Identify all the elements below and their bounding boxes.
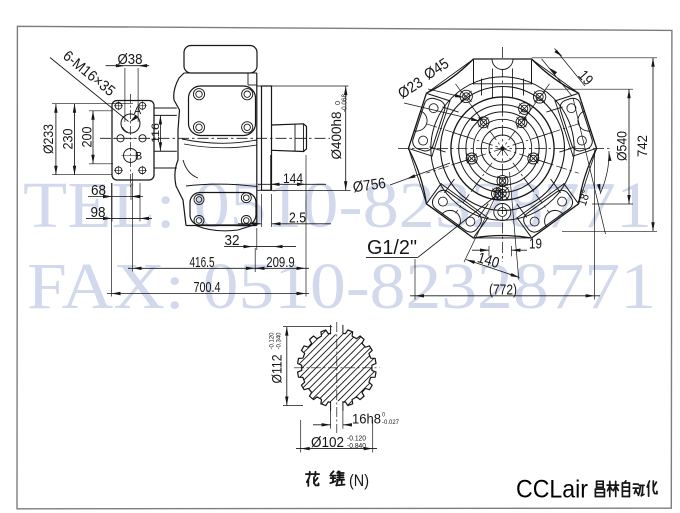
svg-text:98: 98 <box>91 204 106 221</box>
svg-text:G1/2": G1/2" <box>367 237 417 259</box>
svg-text:Ø38: Ø38 <box>118 51 143 68</box>
svg-text:-0.027: -0.027 <box>382 419 399 426</box>
svg-text:16h8: 16h8 <box>352 410 381 426</box>
svg-text:144: 144 <box>283 170 303 186</box>
svg-text:FAX: 0510-82328771: FAX: 0510-82328771 <box>27 250 656 323</box>
svg-text:B: B <box>135 151 142 163</box>
svg-text:-0.120: -0.120 <box>269 332 276 349</box>
svg-text:0: 0 <box>382 412 385 419</box>
svg-text:140: 140 <box>475 249 501 272</box>
svg-text:18°: 18° <box>574 188 593 208</box>
svg-text:-0.840: -0.840 <box>347 443 366 450</box>
svg-text:-0.120: -0.120 <box>347 436 366 443</box>
svg-text:-0.340: -0.340 <box>276 332 283 349</box>
svg-text:Ø102: Ø102 <box>311 434 344 451</box>
svg-text:116: 116 <box>150 123 162 143</box>
svg-text:2.5: 2.5 <box>289 209 306 226</box>
svg-text:416.5: 416.5 <box>190 254 215 271</box>
svg-text:700.4: 700.4 <box>194 279 221 296</box>
svg-text:CCLair: CCLair <box>516 476 588 504</box>
svg-text:Ø540: Ø540 <box>615 131 630 161</box>
svg-text:68: 68 <box>91 182 106 199</box>
svg-text:Ø756: Ø756 <box>352 175 387 196</box>
svg-text:(772): (772) <box>489 281 517 298</box>
svg-text:Ø400h8: Ø400h8 <box>329 112 344 160</box>
svg-text:Ø233: Ø233 <box>41 124 56 154</box>
svg-text:0: 0 <box>335 101 342 105</box>
svg-text:209.9: 209.9 <box>266 254 295 271</box>
svg-text:19: 19 <box>574 67 596 89</box>
svg-text:19: 19 <box>529 236 542 253</box>
svg-text:230: 230 <box>61 129 76 150</box>
svg-text:Ø45: Ø45 <box>421 55 452 83</box>
svg-text:Ø23: Ø23 <box>395 74 426 102</box>
svg-text:6-M16×35: 6-M16×35 <box>59 47 118 99</box>
svg-text:32: 32 <box>225 232 240 249</box>
svg-text:-0.068: -0.068 <box>342 94 349 112</box>
svg-text:Ø112: Ø112 <box>269 354 285 383</box>
svg-text:TEL: 0510-82328771: TEL: 0510-82328771 <box>23 169 652 242</box>
svg-text:200: 200 <box>80 127 95 148</box>
svg-text:742: 742 <box>635 135 650 157</box>
svg-text:(N): (N) <box>349 471 369 490</box>
